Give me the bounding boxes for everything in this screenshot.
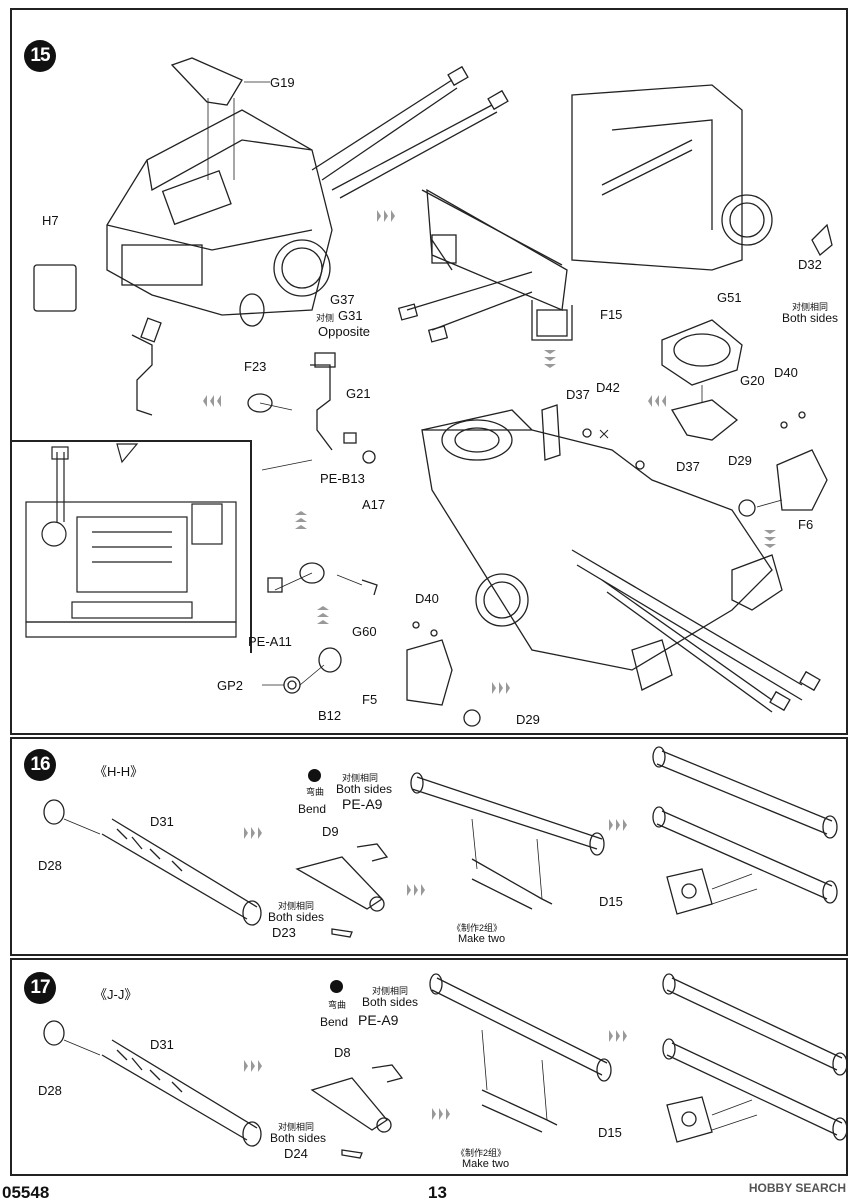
step-number-16: 16 bbox=[24, 749, 56, 781]
part-label-g19: G19 bbox=[270, 75, 295, 90]
flow-arrow-right bbox=[492, 682, 510, 694]
part-label-f23: F23 bbox=[244, 359, 267, 374]
part-label-pe-a9: PE-A9 bbox=[358, 1012, 399, 1028]
flow-arrow-down bbox=[764, 530, 776, 548]
part-label-d15: D15 bbox=[599, 894, 623, 909]
part-label-d24: D24 bbox=[284, 1146, 308, 1161]
part-label-g31: G31 bbox=[338, 308, 363, 323]
flow-arrow-right bbox=[244, 1060, 262, 1072]
flow-arrow-right bbox=[244, 827, 262, 839]
step-15-drawing bbox=[33, 57, 833, 727]
part-label-d40-left: D40 bbox=[415, 591, 439, 606]
hull-rear-body bbox=[106, 109, 333, 316]
zh-make-two-label: 《制作2组》 bbox=[456, 1148, 507, 1158]
make-two-label: Make two bbox=[462, 1158, 510, 1170]
part-label-d9: D9 bbox=[322, 824, 339, 839]
part-label-pe-a9: PE-A9 bbox=[342, 796, 383, 812]
zh-both-sides-label-a: 对侧相同 bbox=[372, 986, 409, 996]
zh-bend-label: 弯曲 bbox=[328, 1000, 347, 1010]
part-label-d40-right: D40 bbox=[774, 365, 798, 380]
part-label-f5: F5 bbox=[362, 692, 378, 707]
step-15-panel: 15 bbox=[10, 8, 848, 735]
opposite-label: Opposite bbox=[318, 324, 371, 339]
step-16-drawing bbox=[43, 746, 838, 938]
flow-arrow-up bbox=[295, 511, 307, 529]
watermark: HOBBY SEARCH bbox=[748, 1181, 846, 1195]
flow-arrow-down bbox=[544, 350, 556, 368]
make-two-label: Make two bbox=[458, 933, 506, 945]
part-label-d31: D31 bbox=[150, 1037, 174, 1052]
part-label-d37-right: D37 bbox=[676, 459, 700, 474]
part-label-h7: H7 bbox=[42, 213, 59, 228]
page-number: 13 bbox=[428, 1183, 447, 1202]
flow-arrow-right bbox=[377, 210, 395, 222]
flow-arrow-left bbox=[203, 395, 221, 407]
part-label-pe-b13: PE-B13 bbox=[320, 471, 365, 486]
part-label-f6: F6 bbox=[798, 517, 814, 532]
step-17-panel: 17 《J-J》 bbox=[10, 958, 848, 1176]
both-sides-label-a: Both sides bbox=[336, 782, 393, 796]
part-label-d29-upper: D29 bbox=[728, 453, 752, 468]
zh-bend-label: 弯曲 bbox=[306, 787, 325, 797]
part-label-g20: G20 bbox=[740, 373, 765, 388]
part-label-gp2: GP2 bbox=[217, 678, 244, 693]
part-label-g37: G37 bbox=[330, 292, 355, 307]
part-label-d37-left: D37 bbox=[566, 387, 590, 402]
zh-both-sides-label-a: 对侧相同 bbox=[342, 773, 379, 783]
part-label-g51: G51 bbox=[717, 290, 742, 305]
part-label-d28: D28 bbox=[38, 858, 62, 873]
part-label-d8: D8 bbox=[334, 1045, 351, 1060]
part-label-g60: G60 bbox=[352, 624, 377, 639]
both-sides-label-b: Both sides bbox=[270, 1131, 327, 1145]
both-sides-label-a: Both sides bbox=[362, 995, 419, 1009]
part-label-d42: D42 bbox=[596, 380, 620, 395]
part-label-f15: F15 bbox=[600, 307, 623, 322]
part-label-d28: D28 bbox=[38, 1083, 62, 1098]
zh-make-two-label: 《制作2组》 bbox=[452, 923, 503, 933]
bend-icon bbox=[330, 980, 343, 993]
step-16-panel: 16 《H-H》 bbox=[10, 737, 848, 956]
part-label-d15: D15 bbox=[598, 1125, 622, 1140]
both-sides-label-b: Both sides bbox=[268, 910, 325, 924]
zh-both-sides-label-b: 对侧相同 bbox=[278, 1122, 315, 1132]
section-label-h-h: 《H-H》 bbox=[94, 764, 144, 779]
zh-both-sides-label-b: 对侧相同 bbox=[278, 901, 315, 911]
inset-drawing bbox=[25, 443, 237, 638]
reference-inset-view bbox=[12, 440, 252, 653]
flow-arrow-right bbox=[609, 1030, 627, 1042]
both-sides-label: Both sides bbox=[782, 311, 839, 325]
flow-arrow-right bbox=[432, 1108, 450, 1120]
step-number-15: 15 bbox=[24, 40, 56, 72]
flow-arrow-right bbox=[407, 884, 425, 896]
step-number-17: 17 bbox=[24, 972, 56, 1004]
bend-label: Bend bbox=[298, 802, 327, 816]
part-label-d29-lower: D29 bbox=[516, 712, 540, 727]
part-label-d32: D32 bbox=[798, 257, 822, 272]
zh-opposite-label: 对侧 bbox=[316, 313, 335, 323]
flow-arrow-left bbox=[648, 395, 666, 407]
bend-icon bbox=[308, 769, 321, 782]
part-label-a17: A17 bbox=[362, 497, 386, 512]
zh-both-sides-label: 对侧相同 bbox=[792, 302, 829, 312]
flow-arrow-right bbox=[609, 819, 627, 831]
step-17-drawing bbox=[43, 973, 846, 1159]
flow-arrow-up bbox=[317, 606, 329, 624]
part-label-g21: G21 bbox=[346, 386, 371, 401]
part-label-d31: D31 bbox=[150, 814, 174, 829]
section-label-j-j: 《J-J》 bbox=[94, 987, 138, 1002]
part-label-pe-a11: PE-A11 bbox=[248, 634, 292, 649]
bend-label: Bend bbox=[320, 1015, 349, 1029]
part-label-b12: B12 bbox=[318, 708, 342, 723]
product-code: 05548 bbox=[2, 1183, 50, 1202]
part-label-d23: D23 bbox=[272, 925, 296, 940]
